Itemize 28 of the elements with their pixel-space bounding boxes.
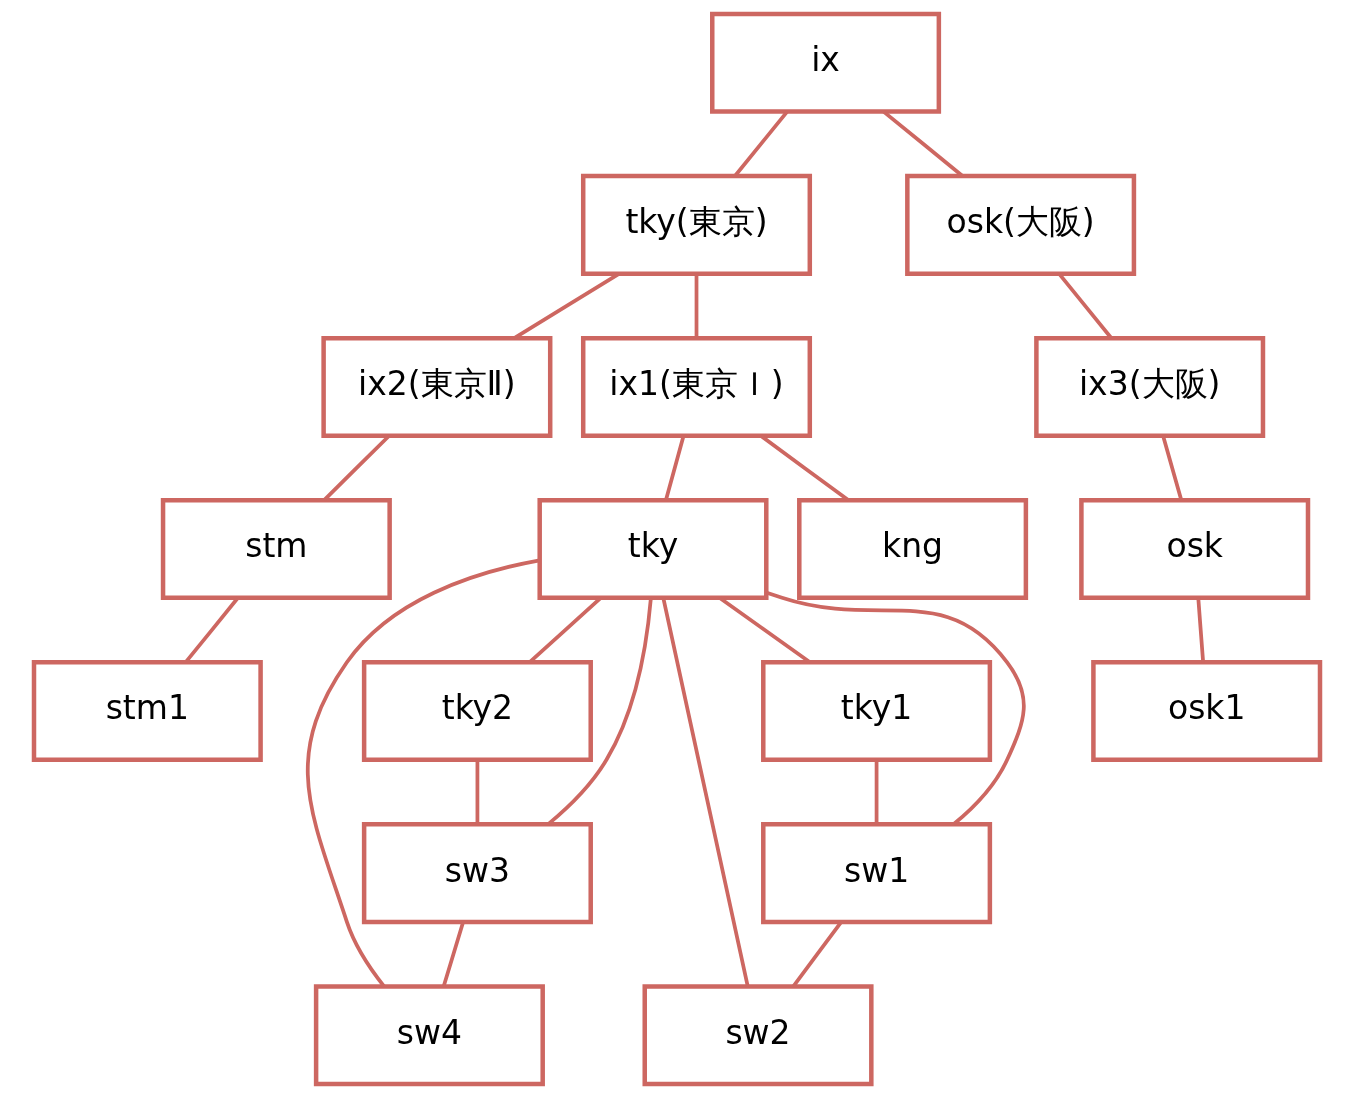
connector xyxy=(765,590,1026,826)
node-box: stm xyxy=(160,498,392,600)
node-box: tky2 xyxy=(361,660,593,763)
connector xyxy=(874,759,878,825)
node-box: osk1 xyxy=(1090,660,1322,763)
node-box: tky(東京) xyxy=(580,173,812,276)
node-box: sw3 xyxy=(361,822,593,925)
node-box: osk(大阪) xyxy=(904,173,1136,276)
connector xyxy=(1195,597,1205,663)
node-box: sw4 xyxy=(313,984,545,1087)
connector xyxy=(475,759,479,825)
node-box: sw1 xyxy=(760,822,992,925)
node-box: ix1(東京Ｉ) xyxy=(580,335,812,438)
node-box: stm1 xyxy=(31,660,263,763)
node-box: tky1 xyxy=(760,660,992,763)
connector xyxy=(694,273,698,339)
node-box: ix xyxy=(709,11,941,114)
connector xyxy=(305,558,540,988)
connector xyxy=(1160,435,1183,501)
connector xyxy=(661,597,750,987)
node-box: ix2(東京Ⅱ) xyxy=(320,335,552,438)
node-box: sw2 xyxy=(642,984,874,1087)
connector xyxy=(441,921,465,987)
node-box: kng xyxy=(796,498,1028,600)
connector xyxy=(663,435,685,501)
node-box: osk xyxy=(1078,498,1310,600)
node-box: tky xyxy=(536,498,769,600)
node-box: ix3(大阪) xyxy=(1033,335,1265,438)
